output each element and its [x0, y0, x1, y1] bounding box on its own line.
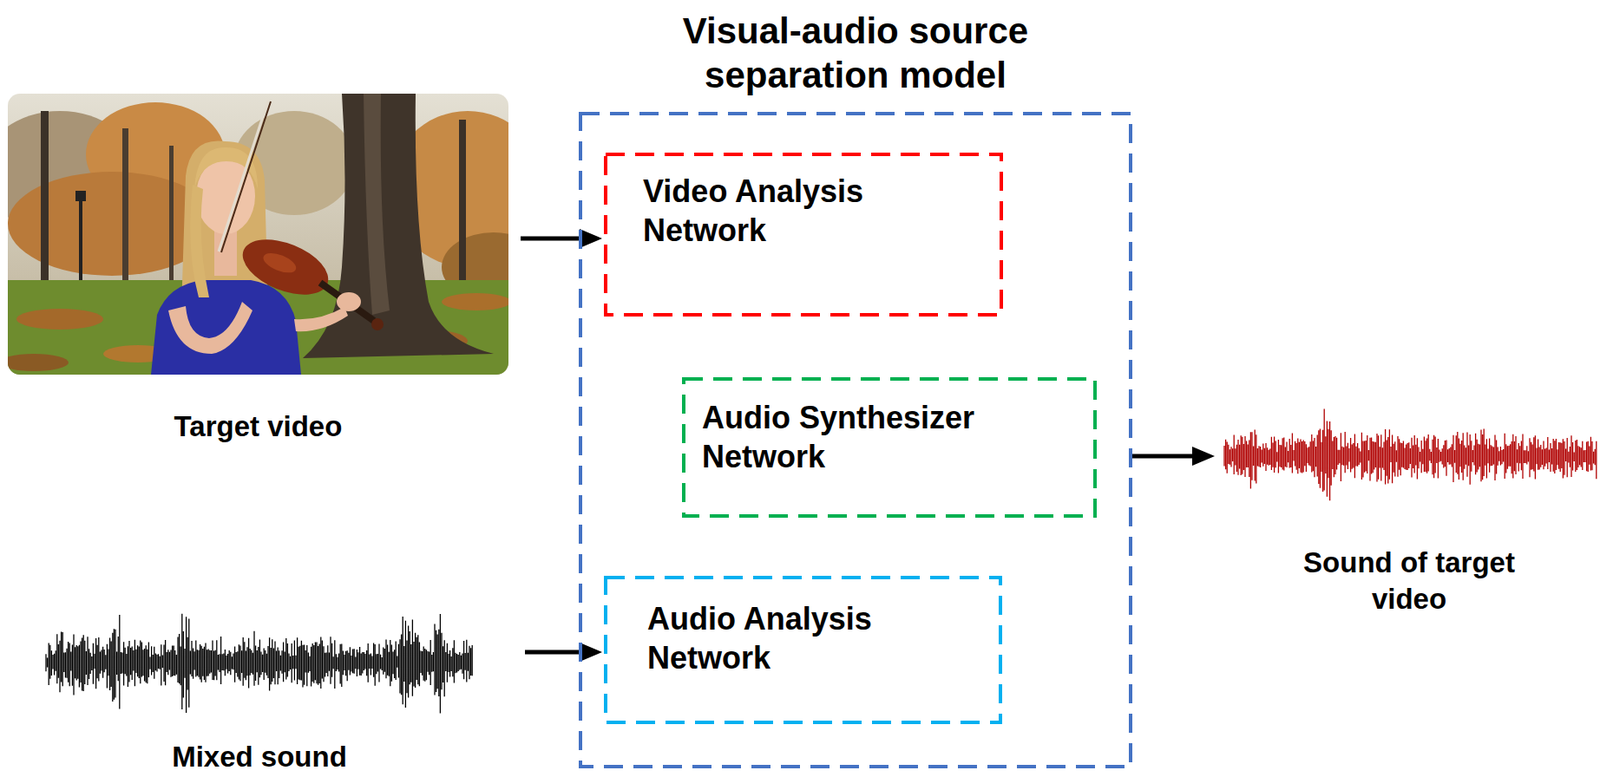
diagram-heading: Visual-audio source separation model [647, 8, 1064, 98]
network-box: Video Analysis Network [603, 152, 1004, 317]
mixed-waveform [45, 614, 473, 715]
box-label: Video Analysis Network [642, 171, 938, 250]
dashed-border [605, 577, 1001, 723]
model-box: Visual-audio source separation modelVide… [578, 111, 1133, 769]
dashed-border [683, 379, 1096, 517]
box-label: Audio Analysis Network [647, 599, 943, 678]
arrow-connector [520, 229, 603, 249]
dashed-border [580, 113, 1131, 768]
dashed-border [605, 154, 1002, 315]
arrow-connector [524, 642, 603, 663]
box-label: Audio Synthesizer Network [701, 398, 997, 477]
audio-output-node: Sound of target video [1224, 398, 1594, 634]
target-waveform [1224, 409, 1597, 502]
video-node: Target video [7, 93, 509, 460]
audio-input-node: Mixed sound [45, 596, 473, 777]
network-box: Audio Analysis Network [603, 576, 1003, 725]
caption: Target video [7, 409, 509, 445]
network-box: Audio Synthesizer Network [681, 377, 1097, 519]
caption: Mixed sound [45, 740, 473, 774]
caption: Sound of target video [1291, 544, 1527, 618]
arrow-connector [1132, 446, 1215, 466]
